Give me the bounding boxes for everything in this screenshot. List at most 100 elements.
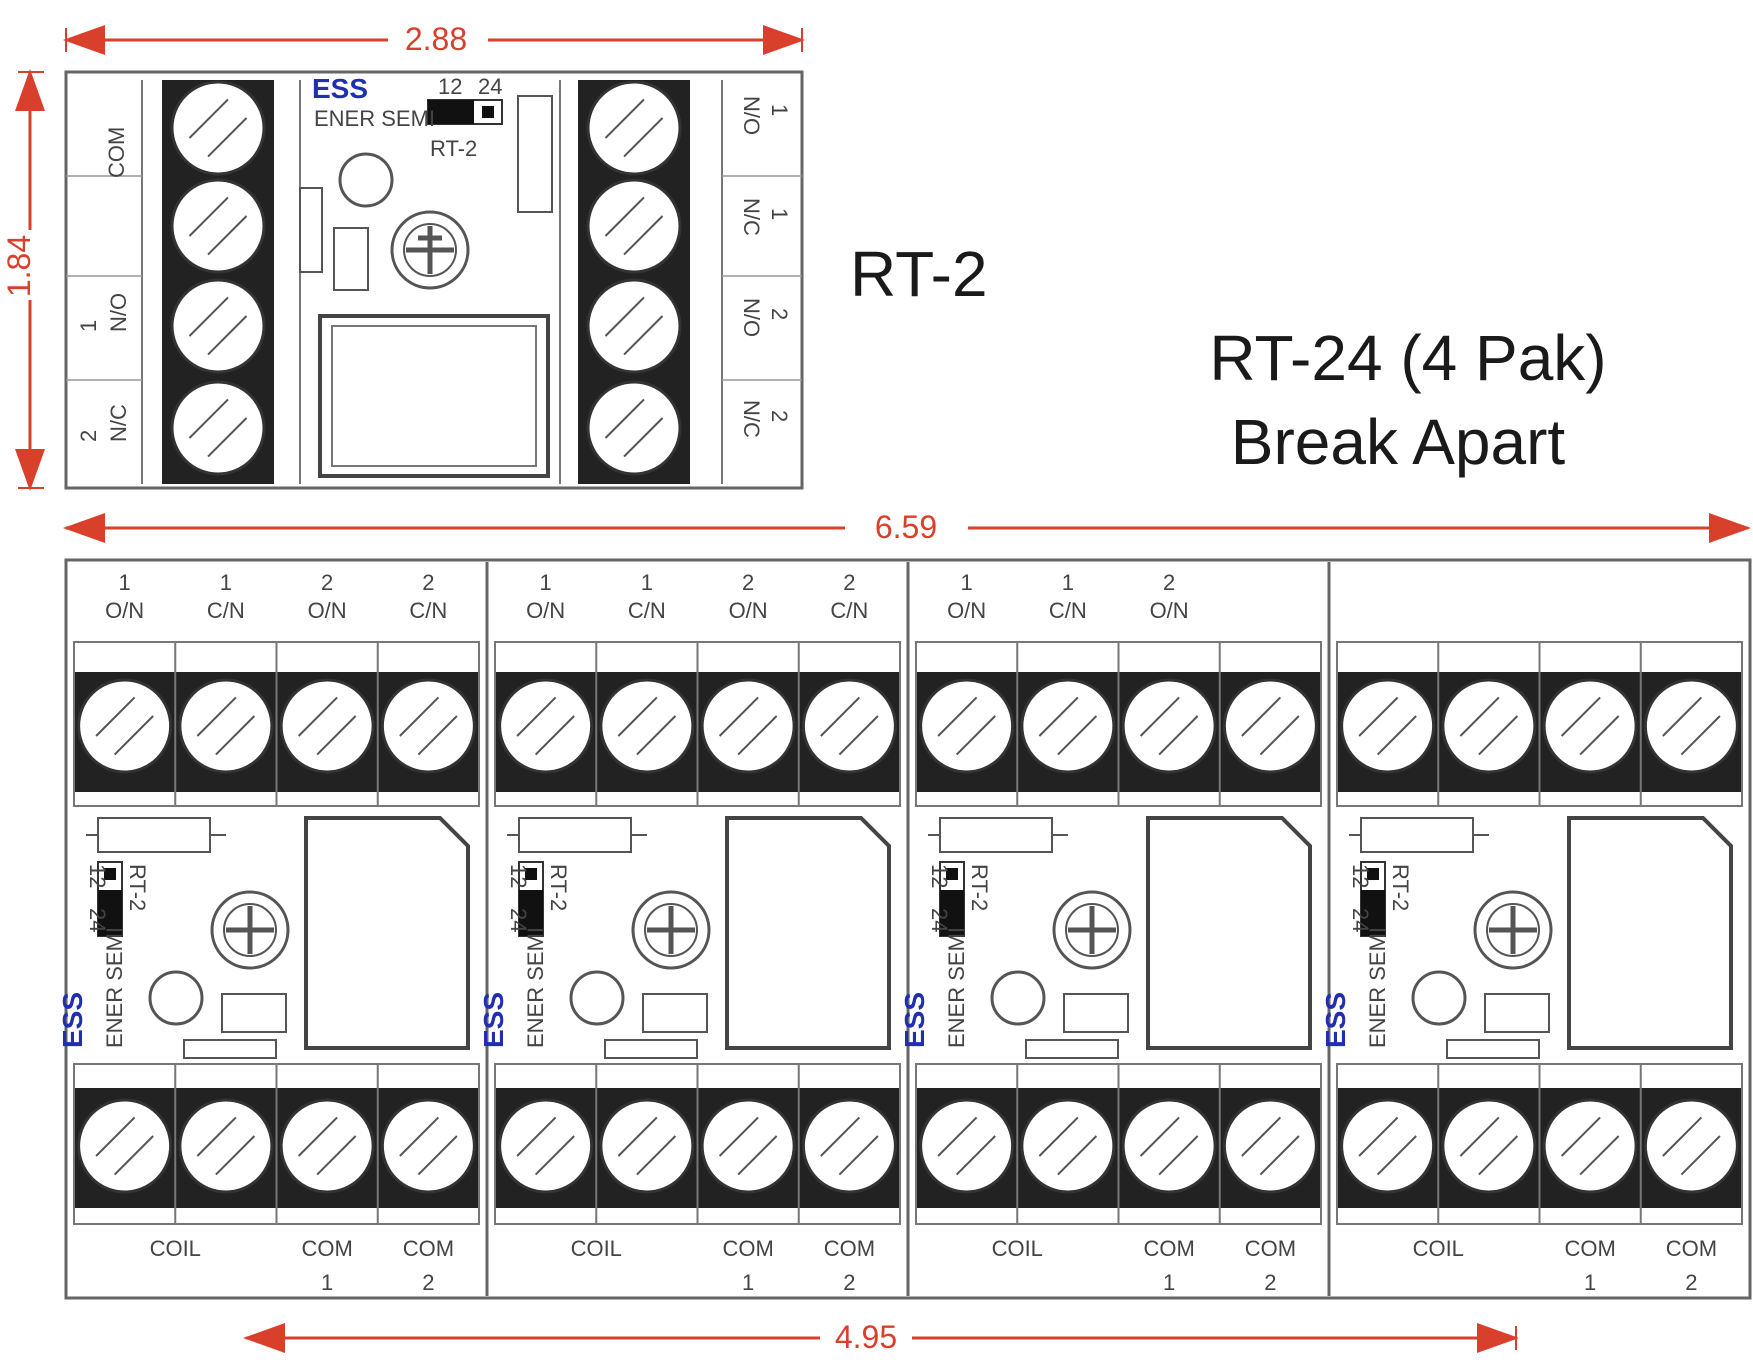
terminal-top-number: 2 [843,570,855,595]
rt2-label-nc2: N/C [106,404,131,442]
brand-sub: ENER SEMI [523,927,548,1048]
top-terminal-block [74,672,479,792]
switch-label-12: 12 [85,864,110,888]
led [569,970,625,1026]
terminal-screw [1542,678,1638,774]
component [1063,993,1129,1033]
pak-width-label: 6.59 [875,509,937,545]
rt2-switch-label-12: 12 [438,74,462,99]
terminal-top-label: C/N [830,598,868,623]
terminal-top-label: O/N [1150,598,1189,623]
bottom-span-label: 4.95 [835,1319,897,1355]
rt2-left-screw [170,80,266,176]
component [604,1039,698,1059]
terminal-top-label: O/N [105,598,144,623]
relay [1567,816,1733,1050]
rt2-height-label: 1.84 [1,235,37,297]
voltage-switch: 12 24 RT-2 [927,861,992,937]
rt2-right-labels: N/O 1 N/C 1 N/O 2 N/C 2 [739,96,792,438]
bottom-terminal-number: 2 [422,1270,434,1295]
terminal-top-number: 1 [220,570,232,595]
terminal-screw [700,1098,796,1194]
terminal-screw [1643,678,1739,774]
switch-label-24: 24 [1348,908,1373,932]
rt2-switch-label-24: 24 [478,74,502,99]
rt2-label-nc2-num: 2 [76,430,101,442]
terminal-screw [279,678,375,774]
rt24-title: RT-24 (4 Pak) [1209,322,1606,394]
terminal-top-label: O/N [526,598,565,623]
component [221,993,287,1033]
component [1484,993,1550,1033]
switch-label-24: 24 [927,908,952,932]
bottom-terminal-label: COM [1245,1236,1296,1261]
terminal-top-label: O/N [947,598,986,623]
terminal-screw [380,1098,476,1194]
brand-sub: ENER SEMI [102,927,127,1048]
rt2-label-r-nc1: N/C [739,198,764,236]
led [1411,970,1467,1026]
adjust-screw [1473,890,1553,970]
led [148,970,204,1026]
terminal-screw [498,1098,594,1194]
terminal-top-label: C/N [628,598,666,623]
terminal-screw [801,678,897,774]
rt2-left-screw [170,178,266,274]
terminal-top-number: 1 [1062,570,1074,595]
adjust-screw [210,890,290,970]
bottom-terminal-label: COM [1143,1236,1194,1261]
adjust-screw [631,890,711,970]
switch-label-12: 12 [506,864,531,888]
terminal-screw [599,1098,695,1194]
terminal-screw [1222,678,1318,774]
bottom-terminal-number: 2 [1685,1270,1697,1295]
relay [1146,816,1312,1050]
rt2-label-r-no2: N/O [739,298,764,337]
bottom-terminal-number: 1 [321,1270,333,1295]
rt2-label-com: COM [104,127,129,178]
switch-label-12: 12 [927,864,952,888]
switch-label-24: 24 [85,908,110,932]
component [1446,1039,1540,1059]
rt2-switch [427,99,503,125]
rt2-title: RT-2 [850,238,988,310]
terminal-top-number: 2 [321,570,333,595]
bottom-terminal-number: 2 [843,1270,855,1295]
rt24-subtitle: Break Apart [1231,406,1566,478]
rt2-left-labels: COM N/O 1 N/C 2 [76,127,131,442]
resistor [939,817,1053,853]
terminal-screw [1020,1098,1116,1194]
terminal-screw [178,678,274,774]
terminal-top-number: 1 [540,570,552,595]
rt2-right-screw [586,380,682,476]
bottom-terminal-number: 1 [1163,1270,1175,1295]
rt2-label-r-no1: N/O [739,96,764,135]
terminal-top-number: 1 [641,570,653,595]
bottom-terminal-label: COM [1564,1236,1615,1261]
terminal-screw [178,1098,274,1194]
terminal-screw [919,678,1015,774]
rt2-brand-logo: ESS [312,73,368,104]
switch-model-label: RT-2 [967,864,992,911]
dimension-pak-width: 6.59 [63,509,1751,545]
switch-label-24: 24 [506,908,531,932]
rt2-left-screw [170,278,266,374]
switch-label-12: 12 [1348,864,1373,888]
bottom-terminal-number: 2 [1264,1270,1276,1295]
rt2-board: 12 24 RT-2 ESS ENER SEMI COM N/O 1 N/C 2… [64,70,804,490]
terminal-screw [1020,678,1116,774]
dimension-rt2-height: 1.84 [1,69,45,491]
bottom-terminal-label: COM [722,1236,773,1261]
bottom-terminal-number: 1 [742,1270,754,1295]
rt2-brand-sub: ENER SEMI [314,106,435,131]
relay [725,816,891,1050]
resistor [1360,817,1474,853]
terminal-screw [1542,1098,1638,1194]
terminal-screw [1441,1098,1537,1194]
rt2-label-r-nc2: N/C [739,400,764,438]
switch-model-label: RT-2 [546,864,571,911]
